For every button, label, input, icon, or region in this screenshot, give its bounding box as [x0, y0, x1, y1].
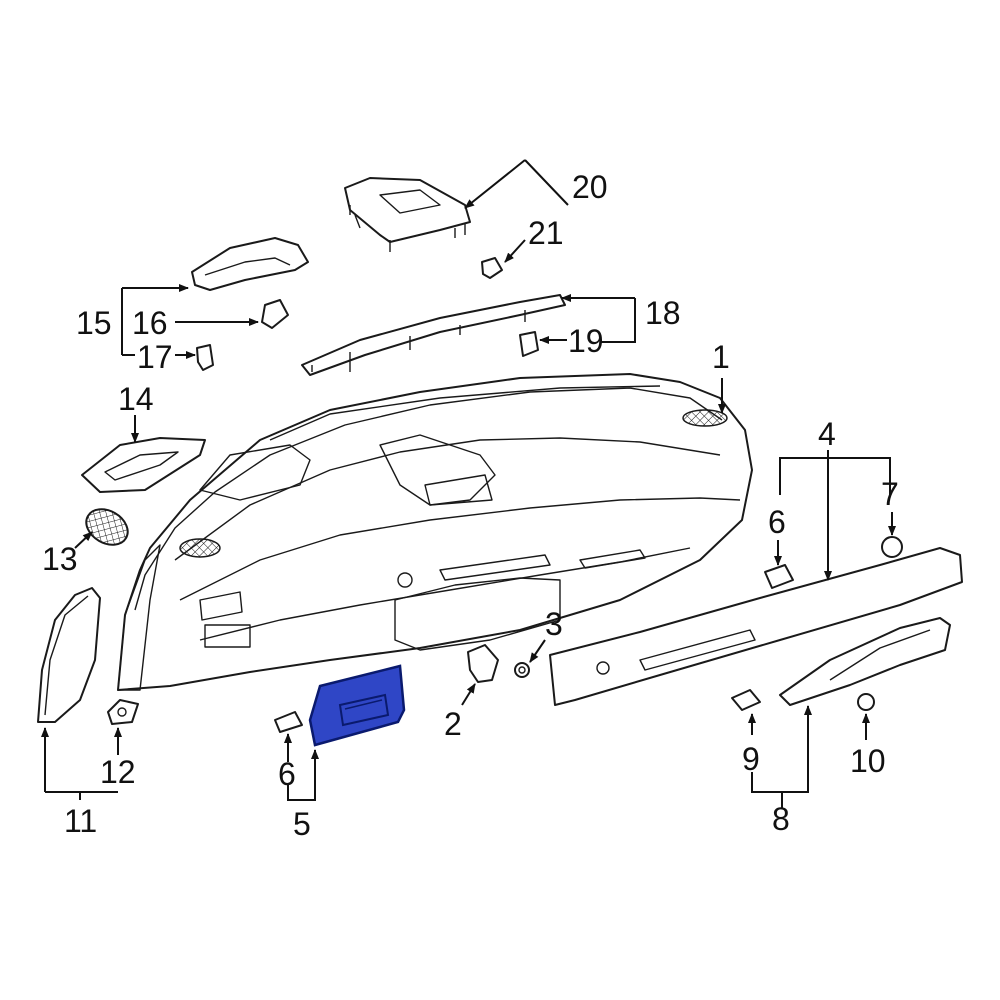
clip-9[interactable] — [731, 689, 761, 711]
callout-labels: 1 2 3 4 5 6 6 7 8 9 10 11 12 13 14 15 16… — [42, 169, 899, 842]
callout-19: 19 — [568, 323, 604, 359]
callout-14: 14 — [118, 381, 154, 417]
callout-15: 15 — [76, 305, 112, 341]
lower-panel-4[interactable] — [549, 547, 963, 706]
pin-7[interactable] — [881, 536, 903, 558]
callout-4: 4 — [818, 416, 836, 452]
callout-21: 21 — [528, 215, 564, 251]
clip-3[interactable] — [514, 662, 530, 678]
callout-10: 10 — [850, 743, 886, 779]
clip-6-left[interactable] — [274, 711, 303, 733]
clip-10[interactable] — [857, 693, 875, 711]
clip-16[interactable] — [261, 299, 289, 329]
callout-8: 8 — [772, 801, 790, 837]
end-panel[interactable] — [37, 587, 101, 723]
top-cover-panel[interactable] — [344, 177, 471, 252]
bracket-2[interactable] — [467, 644, 499, 683]
callout-6-right: 6 — [768, 504, 786, 540]
retainer-12[interactable] — [107, 699, 139, 725]
leader-lines — [41, 159, 896, 808]
callout-16: 16 — [132, 305, 168, 341]
callout-5: 5 — [293, 806, 311, 842]
callout-18: 18 — [645, 295, 681, 331]
upper-trim-cover[interactable] — [81, 437, 206, 493]
callout-17: 17 — [137, 339, 173, 375]
clip-17[interactable] — [196, 344, 214, 371]
knee-panel-highlighted[interactable] — [308, 664, 406, 747]
clip-6-right[interactable] — [764, 564, 794, 589]
callout-2: 2 — [444, 706, 462, 742]
callout-7: 7 — [881, 476, 899, 512]
lower-panel-8[interactable] — [779, 617, 951, 706]
callout-9: 9 — [742, 741, 760, 777]
instrument-panel[interactable] — [117, 373, 753, 691]
callout-12: 12 — [100, 754, 136, 790]
callout-11: 11 — [64, 803, 97, 839]
callout-6-left: 6 — [278, 756, 296, 792]
retainer-clip[interactable] — [519, 331, 539, 357]
defroster-garnish[interactable] — [301, 294, 566, 376]
callout-13: 13 — [42, 541, 78, 577]
small-clip-21[interactable] — [481, 257, 503, 279]
callout-1: 1 — [712, 339, 730, 375]
callout-3: 3 — [545, 606, 563, 642]
side-cover-panel[interactable] — [191, 237, 309, 291]
callout-20: 20 — [572, 169, 608, 205]
speaker-grille[interactable] — [80, 502, 134, 552]
